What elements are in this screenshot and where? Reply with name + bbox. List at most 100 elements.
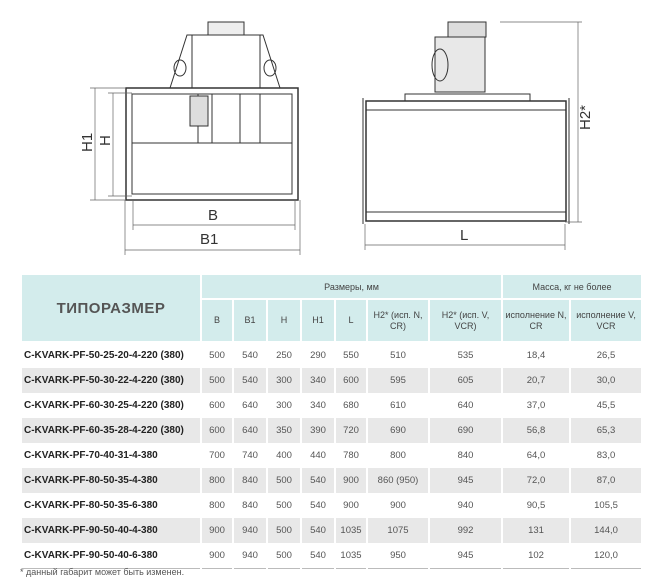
cell-value: 26,5 <box>596 350 616 361</box>
cell-value: 945 <box>430 543 502 569</box>
cell-value: 290 <box>310 350 326 361</box>
cell-value: 840 <box>242 500 258 511</box>
cell-value: 500 <box>202 368 232 393</box>
label-h2: H2* <box>577 105 594 130</box>
cell-value: 940 <box>457 500 474 511</box>
cell-value: 840 <box>457 450 474 461</box>
cell-value: 540 <box>302 543 334 569</box>
cell-value: 600 <box>209 400 225 411</box>
cell-value: 20,7 <box>503 368 570 393</box>
cell-value: 300 <box>268 368 300 393</box>
cell-value: 440 <box>310 450 326 461</box>
cell-value: 65,3 <box>571 418 642 443</box>
cell-value: 595 <box>368 368 428 393</box>
cell-value: 30,0 <box>571 368 642 393</box>
cell-value: 640 <box>457 400 474 411</box>
column-header: H1 <box>302 300 334 343</box>
cell-value: 300 <box>276 400 292 411</box>
column-header: исполнение V, VCR <box>571 300 642 343</box>
model-name: C-KVARK-PF-50-30-22-4-220 (380) <box>22 368 200 393</box>
cell-value: 500 <box>268 518 300 543</box>
column-header: B <box>202 300 232 343</box>
cell-value: 945 <box>430 468 502 493</box>
cell-value: 56,8 <box>503 418 570 443</box>
cell-value: 105,5 <box>594 500 618 511</box>
cell-value: 540 <box>302 468 334 493</box>
model-name: C-KVARK-PF-60-35-28-4-220 (380) <box>22 418 200 443</box>
cell-value: 1035 <box>336 543 366 569</box>
label-h1: H1 <box>79 133 96 152</box>
cell-value: 900 <box>336 468 366 493</box>
cell-value: 640 <box>242 400 258 411</box>
cell-value: 680 <box>343 400 359 411</box>
cell-value: 535 <box>457 350 474 361</box>
footnote: * данный габарит может быть изменен. <box>20 567 185 577</box>
cell-value: 550 <box>343 350 359 361</box>
specs-table: ТИПОРАЗМЕР Размеры, мм Масса, кг не боле… <box>20 275 643 569</box>
cell-value: 510 <box>390 350 406 361</box>
header-dimensions: Размеры, мм <box>202 275 502 300</box>
cell-value: 610 <box>390 400 406 411</box>
column-header: B1 <box>234 300 266 343</box>
cell-value: 72,0 <box>503 468 570 493</box>
cell-value: 600 <box>202 418 232 443</box>
cell-value: 400 <box>276 450 292 461</box>
front-view <box>125 21 299 201</box>
cell-value: 1035 <box>336 518 366 543</box>
cell-value: 64,0 <box>526 450 546 461</box>
cell-value: 860 (950) <box>368 468 428 493</box>
side-view <box>362 21 570 224</box>
dimension-lines <box>90 21 582 255</box>
cell-value: 500 <box>268 543 300 569</box>
cell-value: 350 <box>268 418 300 443</box>
cell-value: 800 <box>390 450 406 461</box>
model-name: C-KVARK-PF-70-40-31-4-380 <box>24 450 158 461</box>
cell-value: 740 <box>242 450 258 461</box>
column-header: исполнение N, CR <box>503 300 570 343</box>
model-name: C-KVARK-PF-80-50-35-6-380 <box>24 500 158 511</box>
cell-value: 600 <box>336 368 366 393</box>
column-header: H2* (исп. V, VCR) <box>430 300 502 343</box>
cell-value: 900 <box>202 518 232 543</box>
cell-value: 500 <box>268 468 300 493</box>
label-b: B <box>208 207 218 224</box>
cell-value: 700 <box>209 450 225 461</box>
fan-dimension-drawing: H1 H B B1 L H2* <box>79 21 594 255</box>
cell-value: 940 <box>234 518 266 543</box>
cell-value: 992 <box>430 518 502 543</box>
cell-value: 500 <box>276 500 292 511</box>
table-row: C-KVARK-PF-60-30-25-4-220 (380) 600 640 300… <box>22 393 641 418</box>
cell-value: 340 <box>302 368 334 393</box>
cell-value: 605 <box>430 368 502 393</box>
label-b1: B1 <box>200 231 218 248</box>
cell-value: 900 <box>343 500 359 511</box>
cell-value: 840 <box>234 468 266 493</box>
column-header: H <box>268 300 300 343</box>
model-name: C-KVARK-PF-50-25-20-4-220 (380) <box>24 350 184 361</box>
cell-value: 18,4 <box>526 350 546 361</box>
cell-value: 102 <box>503 543 570 569</box>
cell-value: 1075 <box>368 518 428 543</box>
cell-value: 340 <box>310 400 326 411</box>
cell-value: 540 <box>234 368 266 393</box>
cell-value: 144,0 <box>571 518 642 543</box>
header-mass: Масса, кг не более <box>503 275 642 300</box>
cell-value: 83,0 <box>596 450 616 461</box>
cell-value: 800 <box>202 468 232 493</box>
cell-value: 390 <box>302 418 334 443</box>
cell-value: 900 <box>202 543 232 569</box>
cell-value: 87,0 <box>571 468 642 493</box>
cell-value: 120,0 <box>571 543 642 569</box>
model-name: C-KVARK-PF-90-50-40-4-380 <box>22 518 200 543</box>
cell-value: 131 <box>503 518 570 543</box>
model-name: C-KVARK-PF-60-30-25-4-220 (380) <box>24 400 184 411</box>
cell-value: 720 <box>336 418 366 443</box>
